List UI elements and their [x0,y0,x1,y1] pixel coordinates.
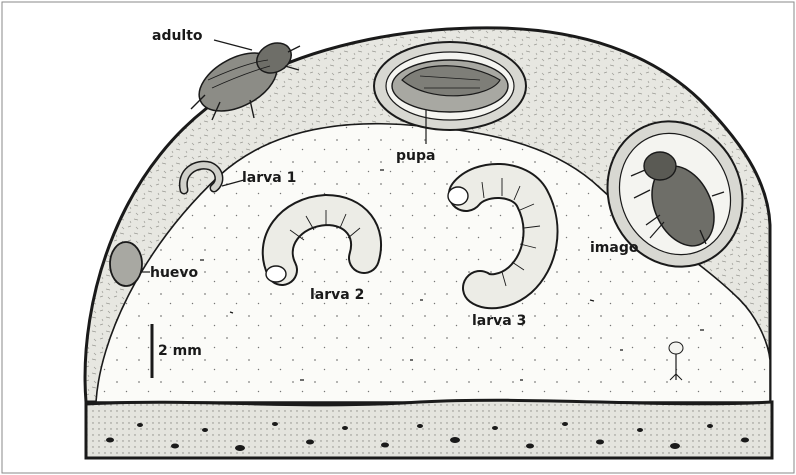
label-larva-1: larva 1 [242,170,296,186]
pupa-cell [374,42,526,130]
label-huevo: huevo [150,265,199,281]
egg-drawing [110,242,142,286]
label-larva-3: larva 3 [472,313,526,329]
label-pupa: pupa [396,148,435,164]
label-imago: imago [590,240,639,256]
ground-layer [86,400,772,458]
label-adulto: adulto [152,28,203,44]
label-larva-2: larva 2 [310,287,364,303]
label-scale: 2 mm [158,343,202,359]
